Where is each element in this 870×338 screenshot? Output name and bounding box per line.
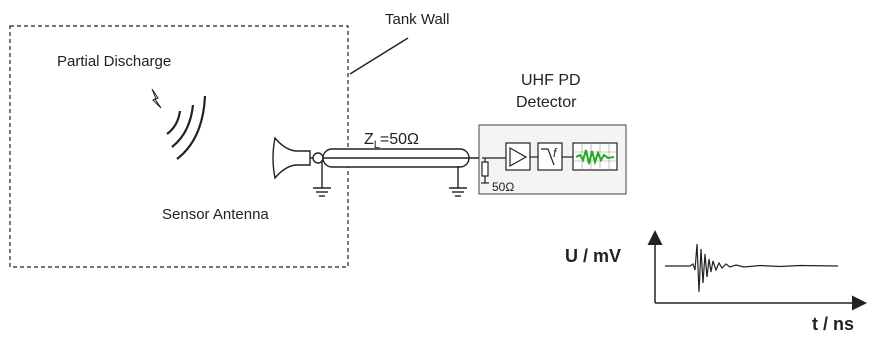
tank-wall-label: Tank Wall: [385, 11, 449, 28]
coaxial-cable: [322, 148, 482, 168]
sensor-antenna-icon: [272, 136, 324, 180]
tank-wall-pointer: [349, 37, 409, 75]
lowpass-filter-icon: [537, 142, 563, 171]
amplifier-triangle-icon: [505, 142, 531, 171]
sensor-antenna-label: Sensor Antenna: [162, 206, 269, 223]
partial-discharge-label: Partial Discharge: [57, 53, 171, 70]
detector-title-line1: UHF PD: [521, 72, 581, 89]
termination-resistor-icon: [481, 158, 489, 184]
oscilloscope-screen-icon: [572, 142, 618, 171]
ground-icon: [449, 166, 467, 197]
detector-title-line2: Detector: [516, 94, 577, 111]
lightning-icon: [151, 88, 162, 109]
cable-impedance-label: ZL=50Ω: [364, 131, 419, 151]
ground-icon: [313, 160, 331, 197]
x-axis-label: t / ns: [812, 314, 854, 334]
filter-symbol: f: [553, 146, 558, 160]
uhf-pulse-waveform: [665, 243, 839, 293]
tank-wall-boundary: [9, 25, 349, 268]
termination-label: 50Ω: [492, 180, 514, 194]
y-axis-label: U / mV: [565, 246, 621, 266]
radio-wave-icon: [166, 95, 207, 160]
